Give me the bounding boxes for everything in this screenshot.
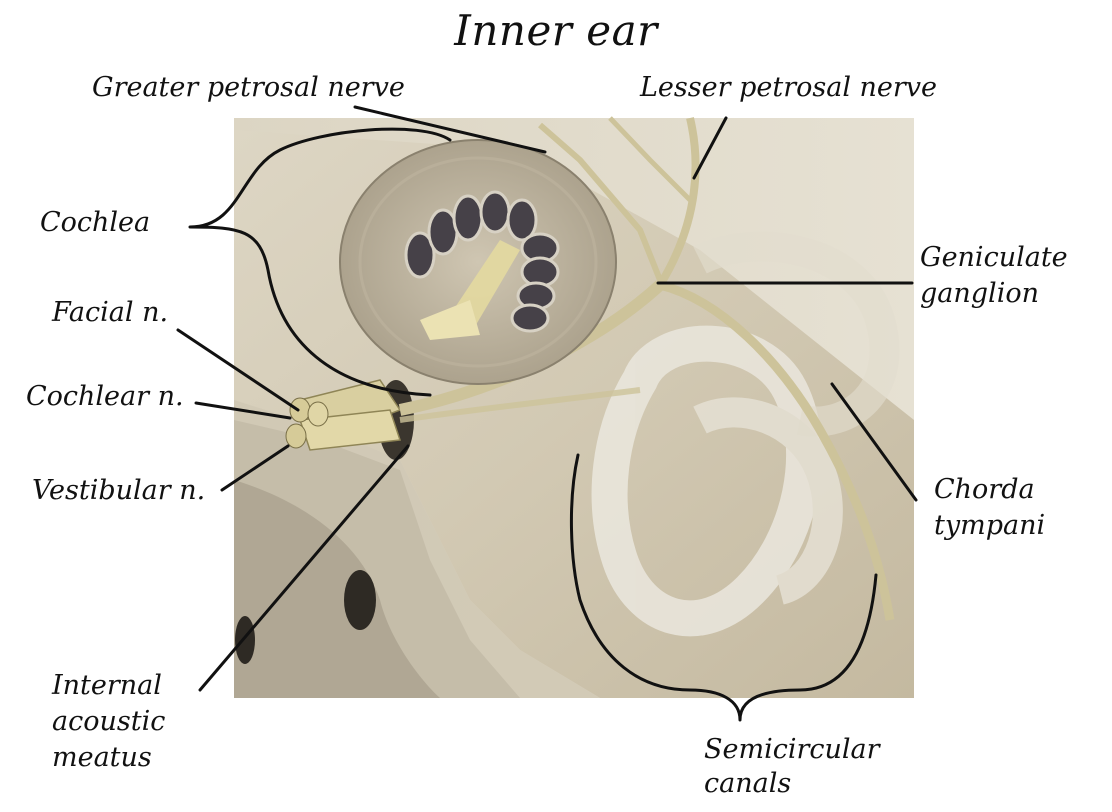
leader-facial [176, 328, 300, 412]
label-vestibular-nerve: Vestibular n. [32, 475, 206, 506]
leader-vestibular [220, 444, 290, 492]
leader-cochlea [188, 127, 452, 397]
label-greater-petrosal-nerve: Greater petrosal nerve [92, 72, 405, 103]
leader-semicircular [569, 453, 878, 722]
label-semicircular-line1: Semicircular [704, 734, 880, 765]
leader-chorda [830, 382, 918, 502]
leader-greater-petrosal [353, 105, 547, 154]
label-meatus-line1: Internal [52, 670, 162, 701]
semicircular-canals-art [591, 231, 900, 637]
label-geniculate-line1: Geniculate [920, 242, 1068, 273]
label-chorda-line2: tympani [934, 510, 1046, 541]
label-cochlea: Cochlea [40, 207, 151, 238]
leader-lesser-petrosal [692, 116, 728, 180]
leader-meatus [198, 444, 410, 692]
label-geniculate-line2: ganglion [920, 278, 1039, 309]
meatus-opening [344, 570, 376, 630]
label-meatus-line3: meatus [52, 742, 152, 773]
diagram-title: Inner ear [454, 6, 658, 55]
label-cochlear-nerve: Cochlear n. [26, 381, 184, 412]
leader-cochlear [194, 401, 292, 420]
label-facial-nerve: Facial n. [52, 297, 169, 328]
label-lesser-petrosal-nerve: Lesser petrosal nerve [640, 72, 938, 103]
label-meatus-line2: acoustic [52, 706, 166, 737]
cochlea-section-art [339, 139, 617, 385]
label-chorda-line1: Chorda [934, 474, 1035, 505]
label-semicircular-line2: canals [704, 768, 792, 799]
